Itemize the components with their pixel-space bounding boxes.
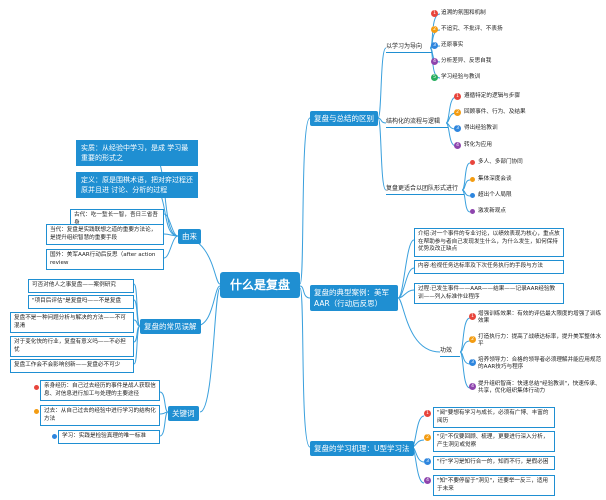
number-4-icon: 4 [424, 477, 431, 484]
number-2-icon: 2 [424, 434, 431, 441]
list-item: 回顾事件、行为、及结果 [464, 109, 526, 115]
misread-item: 复盘工作会不会影响创新——复盘必不可少 [10, 359, 134, 373]
list-item: "行"学习是知行合一的，知而不行，是假必困 [433, 456, 555, 470]
list-item: 分析差异、反思自我 [441, 58, 492, 64]
list-item: 学习经验与教训 [441, 74, 481, 80]
number-1-icon: 1 [424, 410, 431, 417]
list-item: 集体深度会谈 [478, 176, 512, 182]
misread-item: "项目后评估"是复盘吗——不是复盘 [28, 295, 134, 309]
dot-icon [34, 385, 39, 390]
list-item: "知"不要停留于"洞见"，还要举一反三，适用于未来 [433, 475, 555, 496]
number-2-icon: 2 [431, 26, 438, 33]
link-center-branch2 [299, 285, 311, 299]
branch-misconceptions: 复盘的常见误解 [140, 319, 201, 334]
keyword-item: 学习：实践是检验真理的唯一标准 [58, 430, 160, 444]
number-2-icon: 2 [469, 336, 476, 343]
number-3-icon: 3 [424, 458, 431, 465]
list-item: 转化为应用 [464, 142, 492, 148]
number-2-icon: 2 [454, 109, 461, 116]
list-item: 超出个人局限 [478, 192, 512, 198]
number-1-icon: 1 [454, 93, 461, 100]
sub-learning-oriented: 以学习为导向 [386, 43, 432, 53]
dot-icon [470, 193, 475, 198]
link-center-branch1 [299, 117, 311, 285]
number-3-icon: 3 [431, 42, 438, 49]
definition-essence: 实质：从经验中学习，是成 学习最重要的形式之 [76, 140, 198, 166]
link-branch1-sub3 [377, 117, 387, 191]
number-4-icon: 4 [431, 58, 438, 65]
origin-foreign: 国外：美军AAR行动后反思（after action review [46, 249, 164, 270]
list-item: 得出经验教训 [464, 125, 498, 131]
list-item: 多人、多部门协同 [478, 159, 523, 165]
misread-item: 可否对他人之事复盘——案例研究 [28, 279, 134, 293]
misread-item: 对于变化快的行业，复盘有意义吗——不必担忧 [10, 336, 134, 357]
branch-u-learning: 复盘的学习机理：U型学习法 [310, 441, 414, 456]
branch-review-vs-summary: 复盘与总结的区别 [310, 111, 378, 126]
number-1-icon: 1 [469, 313, 476, 320]
center-topic: 什么是复盘 [220, 272, 300, 298]
misread-item: 复盘不是一种问题分析与解决的方法——不可混淆 [10, 312, 134, 333]
origin-modern: 当代：复盘是实践联想之道的重要方法论，是提升组织智慧的重要手段 [46, 224, 164, 245]
sub-structured-process: 结构化的流程与逻辑 [386, 118, 448, 128]
list-item: 激发新观点 [478, 208, 506, 214]
number-5-icon: 5 [431, 74, 438, 81]
number-4-icon: 4 [469, 383, 476, 390]
list-item: 不追究、不批评、不表扬 [441, 26, 503, 32]
list-item: 追溯的氛围和机制 [441, 10, 486, 16]
dot-icon [470, 209, 475, 214]
dot-icon [34, 409, 39, 414]
aar-intro: 介绍:对一个事件的专业讨论，以绩效表现为核心，重点放在帮助参与者自己发现发生什么… [414, 228, 564, 257]
dot-icon [470, 160, 475, 165]
list-item: 还原事实 [441, 42, 464, 48]
aar-effect: 功效 [440, 347, 460, 357]
dot-icon [470, 177, 475, 182]
keyword-item: 过去：从自己过去的经验中进行学习的结构化方法 [40, 405, 160, 426]
list-item: 培养领导力：合格的领导者必须理解并能应用规范的AAR技巧与程序 [478, 357, 602, 370]
dot-icon [52, 434, 57, 439]
list-item: 遵循特定的逻辑与步骤 [464, 93, 520, 99]
link-center-branch3 [299, 287, 311, 448]
link-branch1-sub1 [377, 47, 387, 119]
number-4-icon: 4 [454, 142, 461, 149]
branch-origin: 由来 [178, 229, 201, 244]
definition-meaning: 定义：原是围棋术语，把对弈过程还原并且进 讨论、分析的过程 [76, 172, 198, 198]
branch-keywords: 关键词 [168, 406, 199, 421]
sub-team-review: 复盘更适合以团队形式进行 [386, 185, 464, 195]
list-item: "见"不仅要回顾、梳理，更要进行深入分析，产生洞见或觉察 [433, 431, 555, 452]
list-item: "阅"要想有学习与成长，必须有广博、丰富的阅历 [433, 407, 555, 428]
aar-content: 内容:检视任务达标率及下次任务执行的手段与方法 [414, 260, 564, 274]
number-3-icon: 3 [469, 359, 476, 366]
number-1-icon: 1 [431, 10, 438, 17]
list-item: 打造执行力：提高了战绩达标率，提升美军整体水平 [478, 334, 602, 347]
branch-aar-case: 复盘的典型案例：美军AAR（行动后反思） [310, 285, 398, 311]
list-item: 提升组织智商：快速总结"经验教训"，快速传承、共享，优化组织集体行动力 [478, 381, 601, 394]
link-branch1-sub2 [377, 117, 387, 124]
link-center-keywords [199, 287, 221, 413]
number-3-icon: 3 [454, 125, 461, 132]
keyword-item: 亲身经历：自己过去经历的事件是战人获取信息、对信息进行加工与处理的主要途径 [40, 380, 160, 401]
list-item: 增强训练效果：有效的评估最大限度的增强了训练效果 [478, 311, 602, 324]
aar-process: 过程:已发生事件——AAR——结果——记录AAR经验教训——列入标准作业程序 [414, 283, 564, 304]
